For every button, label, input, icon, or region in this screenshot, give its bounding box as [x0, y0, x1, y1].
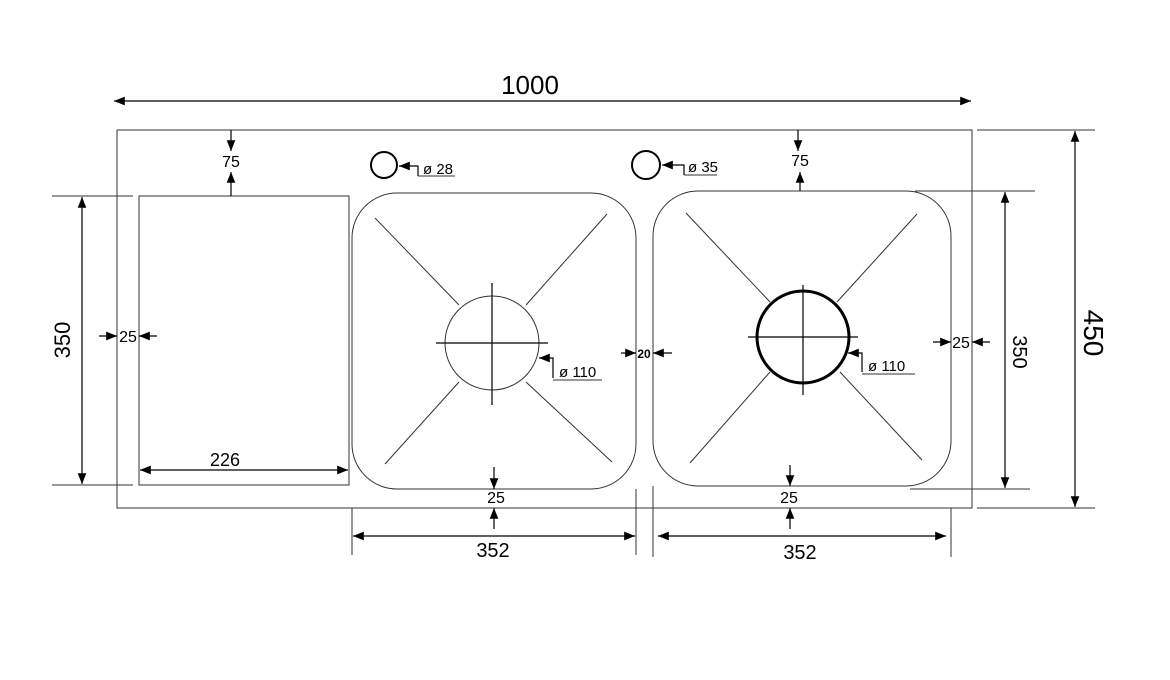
svg-text:450: 450: [1078, 310, 1109, 357]
svg-text:ø 35: ø 35: [688, 159, 718, 176]
right-bowl: [652, 190, 952, 487]
svg-text:25: 25: [780, 490, 798, 507]
right-margin-dimension: 25: [933, 335, 990, 352]
drain-left-label: ø 110: [539, 353, 602, 381]
left-margin-dimension: 25: [99, 329, 157, 346]
svg-text:25: 25: [119, 329, 137, 346]
sink-outline: [116, 129, 973, 509]
left-bowl: [351, 192, 637, 490]
overall-width-dimension: 1000: [114, 70, 971, 106]
svg-text:226: 226: [210, 450, 240, 470]
top-margin-right-dimension: 75: [791, 130, 809, 191]
svg-text:ø 110: ø 110: [868, 358, 905, 375]
bottom-margin-left-dimension: 25: [487, 467, 505, 529]
bowl-gap-dimension: 20: [621, 347, 672, 361]
drain-right-label: ø 110: [848, 348, 915, 375]
svg-text:20: 20: [637, 347, 651, 361]
svg-text:75: 75: [222, 154, 240, 171]
tap-hole-right: ø 35: [631, 150, 718, 180]
drainboard-width-dimension: 226: [140, 450, 348, 475]
svg-text:352: 352: [476, 540, 509, 562]
drainboard-depth-dimension: 350: [50, 195, 133, 486]
svg-text:1000: 1000: [501, 70, 559, 100]
svg-text:350: 350: [50, 322, 75, 359]
svg-text:350: 350: [1008, 335, 1030, 368]
bowl-width-right-dimension: 352: [652, 486, 952, 564]
tap-hole-left: ø 28: [370, 151, 455, 179]
overall-depth-dimension: 450: [977, 129, 1109, 509]
svg-text:ø 110: ø 110: [559, 364, 596, 381]
svg-text:ø 28: ø 28: [423, 161, 453, 178]
bottom-margin-right-dimension: 25: [780, 465, 798, 529]
top-margin-left-dimension: 75: [222, 130, 240, 196]
svg-text:25: 25: [952, 335, 970, 352]
drainboard: [138, 195, 350, 486]
bowl-width-left-dimension: 352: [351, 489, 637, 562]
svg-text:352: 352: [783, 542, 816, 564]
svg-text:75: 75: [791, 153, 809, 170]
bowl-depth-right-dimension: 350: [910, 190, 1035, 490]
svg-text:25: 25: [487, 490, 505, 507]
